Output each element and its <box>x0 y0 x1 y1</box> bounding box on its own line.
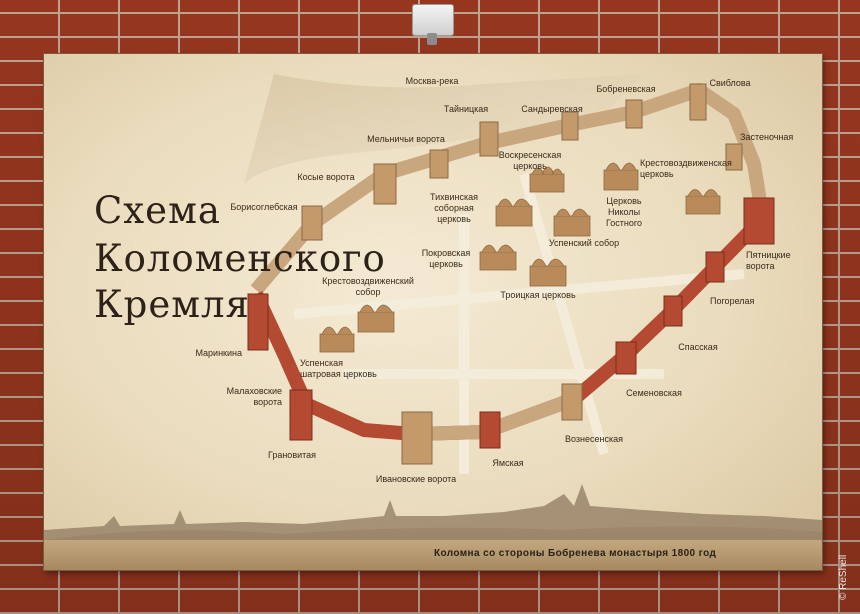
label-zastennaya: Застеночная <box>740 132 794 142</box>
label-spasskaya: Спасская <box>678 342 718 352</box>
churches <box>319 162 721 353</box>
label-voskresenskaya-church: Воскресенская церковь <box>498 150 562 171</box>
watermark: © ReShell <box>838 554 849 600</box>
label-pogorelaya: Погорелая <box>710 296 755 306</box>
label-svibllova: Свиблова <box>709 78 751 88</box>
label-krestovozdvizhenskaya-church: Крестовоздвиженская церковь <box>640 158 732 179</box>
label-uspenskaya-shatrovaya: Успенская шатровая церковь <box>300 358 377 379</box>
towers <box>247 83 775 465</box>
label-semenovskaya: Семеновская <box>626 388 682 398</box>
label-krestovozdvizhensky-sobor: Крестовоздвиженский собор <box>322 276 414 297</box>
label-granovitaya: Грановитая <box>267 450 317 460</box>
label-bobrenevskaya: Бобреневская <box>596 84 656 94</box>
moskva-river <box>244 74 644 184</box>
label-kosye-vorota: Косые ворота <box>297 172 355 182</box>
label-tikhvinskaya-church: Тихвинская соборная церковь <box>430 192 478 224</box>
label-borisoglebskaya: Борисоглебская <box>230 202 298 212</box>
label-ivanovskie-vorota: Ивановские ворота <box>375 474 457 484</box>
label-nikoly-gostnogo: Церковь Николы Гостного <box>606 196 642 228</box>
label-tainitskaya: Тайницкая <box>443 104 489 114</box>
label-uspensky-sobor: Успенский собор <box>548 238 620 248</box>
kolomna-skyline-panorama <box>44 484 822 570</box>
label-troitskaya-church: Троицкая церковь <box>500 290 576 300</box>
label-marinkina: Маринкина <box>195 348 242 358</box>
label-pokrovskaya-church: Покровская церковь <box>421 248 471 269</box>
label-melnichi-vorota: Мельничьи ворота <box>367 134 445 144</box>
map-title-line-1: Схема <box>94 189 221 232</box>
label-sandyrevskaya: Сандыревская <box>521 104 583 114</box>
wall-lamp <box>412 4 454 45</box>
label-voznesenskaya: Вознесенская <box>565 434 623 444</box>
label-pyatnitskie-vorota: Пятницкие ворота <box>746 250 791 271</box>
label-malakhovskie-vorota: Малаховские ворота <box>226 386 282 407</box>
wall-north <box>250 83 769 295</box>
map-title-line-2: Коломенского <box>94 237 386 280</box>
kremlin-map-sign: Схема Коломенского Кремля Москва-река Та… <box>44 54 822 570</box>
kremlin-map-drawing <box>44 74 822 570</box>
panorama-caption: Коломна со стороны Бобренева монастыря 1… <box>434 548 717 559</box>
map-title-line-3: Кремля <box>94 283 250 326</box>
label-moskva-reka: Москва-река <box>405 76 459 86</box>
label-yamskaya: Ямская <box>492 458 524 468</box>
